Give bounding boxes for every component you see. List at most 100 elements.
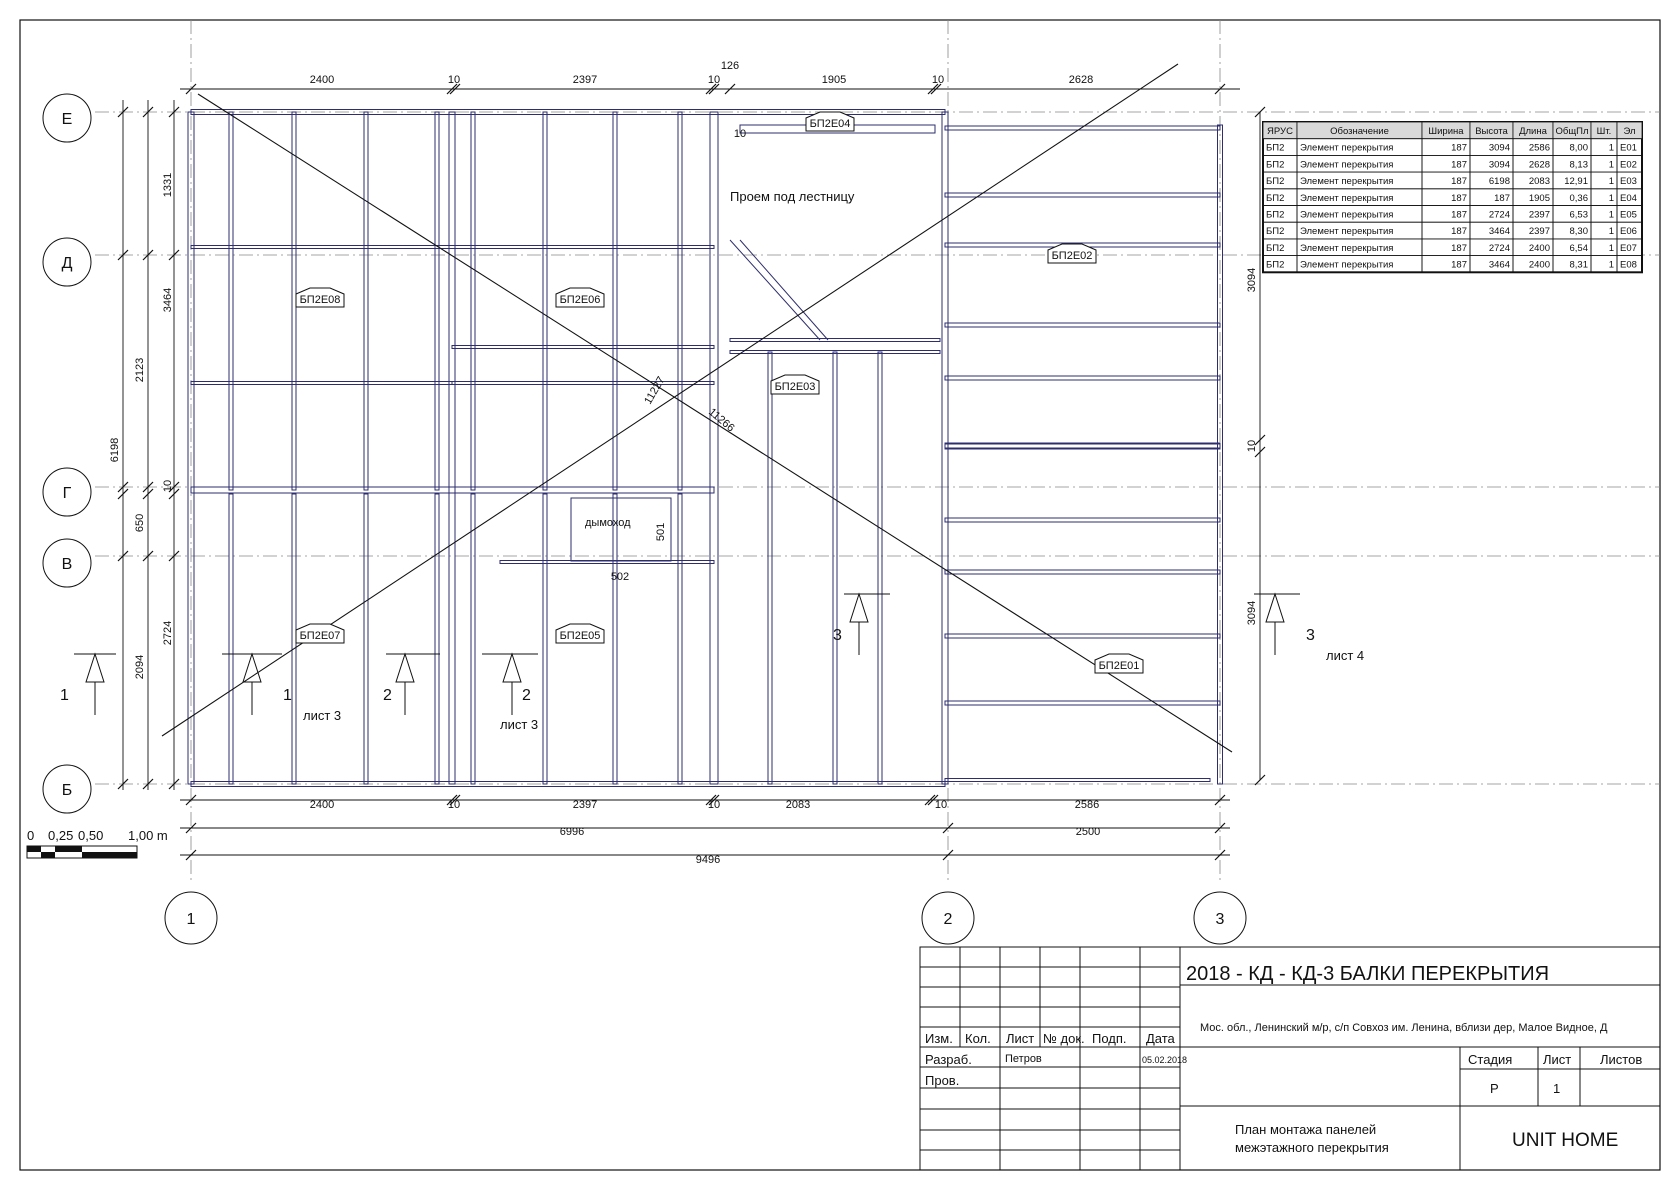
spec-cell: 12,91: [1564, 176, 1588, 187]
floor-panel-framing: [187, 109, 1223, 787]
spec-header-cell: Эл: [1623, 126, 1635, 137]
dim-left-2: 3464: [162, 288, 174, 312]
tb-col-izm: Изм.: [925, 1031, 953, 1046]
dimension-ticks: [117, 83, 1266, 861]
dim-501: 501: [655, 523, 667, 541]
spec-cell: Элемент перекрытия: [1300, 260, 1393, 271]
col-axis-bubbles: 1 2 3: [164, 891, 1247, 945]
dim-bot-7: 2586: [1075, 799, 1099, 811]
dim-left-total: 6198: [109, 438, 121, 462]
panel-tag-бп2е03: БП2Е03: [770, 374, 820, 395]
spec-cell: БП2: [1266, 193, 1284, 204]
dim-top-1: 2400: [310, 74, 334, 86]
spec-cell: 1: [1609, 143, 1614, 154]
tb-drawing-title-2: межэтажного перекрытия: [1235, 1140, 1389, 1155]
tb-razrab-name: Петров: [1005, 1053, 1042, 1065]
spec-cell: 1: [1609, 260, 1614, 271]
dim-502: 502: [611, 571, 629, 583]
spec-cell: E07: [1620, 243, 1637, 254]
section-sheet-1b: лист 3: [303, 708, 341, 723]
tb-razrab-label: Разраб.: [925, 1052, 972, 1067]
svg-text:3: 3: [1216, 911, 1225, 928]
sheet-border: [19, 19, 1661, 1171]
panel-tag-label: БП2Е04: [810, 118, 851, 130]
dim-bot2-2: 2500: [1076, 826, 1100, 838]
section-marks: [74, 592, 1300, 715]
dim-bot-5: 2083: [786, 799, 810, 811]
dim-10-stair: 10: [734, 128, 746, 140]
section-num-2b: 2: [522, 687, 531, 704]
spec-cell: БП2: [1266, 159, 1284, 170]
panel-tag-label: БП2Е01: [1099, 660, 1140, 672]
chimney-label: дымоход: [585, 517, 631, 529]
axis-bubble-row-e: Е: [42, 93, 92, 143]
spec-header-cell: Ширина: [1428, 126, 1464, 137]
axis-bubble-col-3: 3: [1193, 891, 1247, 945]
spec-cell: 6,54: [1570, 243, 1589, 254]
scale-label-025: 0,25: [48, 828, 73, 843]
tb-col-ndok: № док.: [1043, 1031, 1085, 1046]
spec-cell: 8,31: [1570, 260, 1589, 271]
spec-cell: 187: [1451, 226, 1467, 237]
section-num-2a: 2: [383, 687, 392, 704]
spec-cell: 187: [1451, 176, 1467, 187]
spec-cell: 2628: [1529, 159, 1550, 170]
svg-text:Д: Д: [62, 255, 73, 272]
spec-cell: 3464: [1489, 226, 1510, 237]
section-num-3b: 3: [1306, 627, 1315, 644]
panel-tag-бп2е01: БП2Е01: [1094, 653, 1144, 674]
section-mark-3b: [1254, 592, 1300, 655]
panel-tag-бп2е02: БП2Е02: [1047, 243, 1097, 264]
dim-bot-2: 10: [448, 799, 460, 811]
spec-header-cell: Высота: [1475, 126, 1508, 137]
section-mark-1b: [222, 652, 282, 715]
spec-cell: 3094: [1489, 159, 1510, 170]
svg-text:1: 1: [187, 911, 196, 928]
axis-bubble-row-g: Г: [42, 467, 92, 517]
spec-cell: Элемент перекрытия: [1300, 210, 1393, 221]
spec-cell: E02: [1620, 159, 1637, 170]
spec-cell: 2586: [1529, 143, 1550, 154]
spec-cell: E05: [1620, 210, 1637, 221]
axis-bubble-row-b: Б: [42, 764, 92, 814]
tb-sheet-label: Лист: [1543, 1052, 1571, 1067]
section-mark-3a: [844, 592, 890, 655]
dim-total: 9496: [696, 854, 720, 866]
spec-cell: БП2: [1266, 260, 1284, 271]
spec-cell: 8,13: [1570, 159, 1589, 170]
svg-text:Б: Б: [62, 782, 73, 799]
spec-cell: 2397: [1529, 226, 1550, 237]
tb-sheet: 1: [1553, 1081, 1560, 1096]
spec-cell: 2400: [1529, 260, 1550, 271]
spec-cell: БП2: [1266, 143, 1284, 154]
dim-bot-4: 10: [708, 799, 720, 811]
spec-cell: БП2: [1266, 210, 1284, 221]
section-sheet-3b: лист 4: [1326, 648, 1364, 663]
spec-cell: E03: [1620, 176, 1637, 187]
panel-tag-label: БП2Е06: [560, 294, 601, 306]
dim-left-inner-1: 2123: [134, 358, 146, 382]
spec-cell: Элемент перекрытия: [1300, 143, 1393, 154]
svg-text:В: В: [62, 556, 73, 573]
spec-cell: БП2: [1266, 176, 1284, 187]
spec-cell: Элемент перекрытия: [1300, 193, 1393, 204]
section-sheet-2b: лист 3: [500, 717, 538, 732]
spec-cell: 187: [1451, 210, 1467, 221]
spec-cell: 8,00: [1570, 143, 1589, 154]
scale-label-0: 0: [27, 828, 34, 843]
spec-cell: E01: [1620, 143, 1637, 154]
title-address: Мос. обл., Ленинский м/р, с/п Совхоз им.…: [1200, 1022, 1608, 1034]
spec-cell: 1905: [1529, 193, 1550, 204]
spec-cell: 6,53: [1570, 210, 1589, 221]
spec-cell: 6198: [1489, 176, 1510, 187]
dim-top-2: 10: [448, 74, 460, 86]
svg-text:2: 2: [944, 911, 953, 928]
svg-text:Е: Е: [62, 111, 73, 128]
spec-cell: 1: [1609, 159, 1614, 170]
dim-right-2: 10: [1246, 440, 1258, 452]
stair-opening-label: Проем под лестницу: [730, 189, 855, 204]
panel-tag-label: БП2Е08: [300, 294, 341, 306]
dim-top-7: 10: [932, 74, 944, 86]
